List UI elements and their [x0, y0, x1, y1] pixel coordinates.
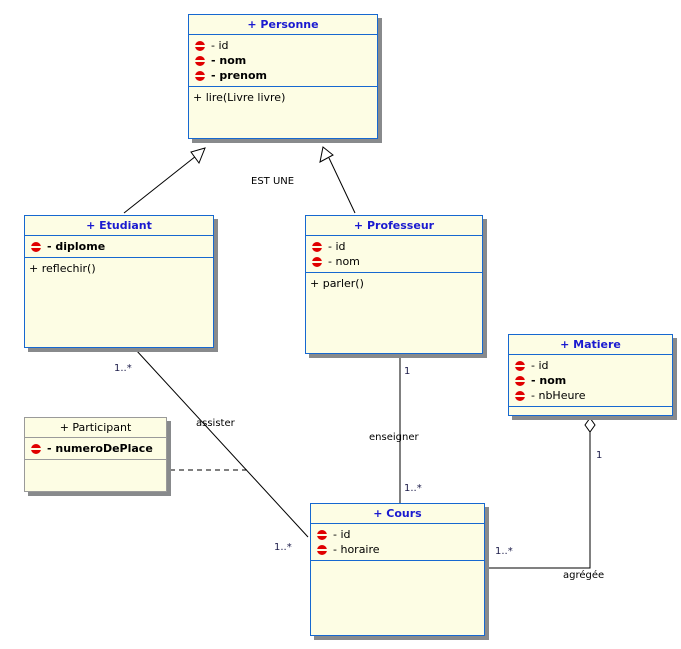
attribute-label: - nom — [328, 255, 360, 268]
attribute-label: - diplome — [47, 240, 106, 253]
attributes-compartment-professeur: - id - nom — [306, 236, 482, 273]
attribute-row: - id — [310, 239, 480, 254]
uml-class-matiere[interactable]: + Matiere - id - nom - nbHeure — [508, 334, 673, 416]
operations-compartment-cours — [311, 561, 484, 567]
attribute-row: - nbHeure — [513, 388, 670, 403]
operation-label: + reflechir() — [29, 262, 96, 275]
class-name-etudiant: + Etudiant — [25, 216, 213, 236]
multiplicity-etudiant-assister: 1..* — [114, 363, 132, 374]
attribute-label: - id — [211, 39, 229, 52]
attribute-label: - numeroDePlace — [47, 442, 153, 455]
operation-label: + lire(Livre livre) — [193, 91, 286, 104]
uml-class-cours[interactable]: + Cours - id - horaire — [310, 503, 485, 636]
attribute-row: - numeroDePlace — [29, 441, 164, 456]
operations-compartment-professeur: + parler() — [306, 273, 482, 294]
private-icon — [315, 543, 329, 557]
attribute-label: - id — [333, 528, 351, 541]
private-icon — [193, 39, 207, 53]
class-name-participant: + Participant — [25, 418, 166, 438]
relationship-label-assister: assister — [196, 418, 235, 429]
uml-class-professeur[interactable]: + Professeur - id - nom + parler() — [305, 215, 483, 354]
multiplicity-matiere-agregee: 1 — [596, 450, 603, 461]
relationship-label-est-une: EST UNE — [251, 176, 295, 187]
class-name-personne: + Personne — [189, 15, 377, 35]
attribute-label: - id — [328, 240, 346, 253]
attribute-label: - nom — [531, 374, 567, 387]
attribute-row: - id — [315, 527, 482, 542]
operation-row: + lire(Livre livre) — [193, 90, 375, 105]
operations-compartment-matiere — [509, 407, 672, 413]
attributes-compartment-etudiant: - diplome — [25, 236, 213, 258]
private-icon — [310, 255, 324, 269]
operations-compartment-etudiant: + reflechir() — [25, 258, 213, 279]
multiplicity-cours-enseigner: 1..* — [404, 483, 422, 494]
operation-row: + reflechir() — [29, 261, 211, 276]
attribute-row: - prenom — [193, 68, 375, 83]
private-icon — [513, 389, 527, 403]
private-icon — [193, 54, 207, 68]
attribute-row: - diplome — [29, 239, 211, 254]
attributes-compartment-cours: - id - horaire — [311, 524, 484, 561]
relationship-label-agregee: agrégée — [563, 570, 605, 581]
attribute-label: - prenom — [211, 69, 268, 82]
class-name-professeur: + Professeur — [306, 216, 482, 236]
generalization-etudiant-personne — [123, 147, 206, 214]
private-icon — [193, 69, 207, 83]
generalization-professeur-personne — [319, 146, 356, 214]
class-name-matiere: + Matiere — [509, 335, 672, 355]
attribute-label: - id — [531, 359, 549, 372]
attribute-row: - id — [193, 38, 375, 53]
class-name-cours: + Cours — [311, 504, 484, 524]
uml-class-etudiant[interactable]: + Etudiant - diplome + reflechir() — [24, 215, 214, 348]
attributes-compartment-matiere: - id - nom - nbHeure — [509, 355, 672, 407]
attributes-compartment-personne: - id - nom - prenom — [189, 35, 377, 87]
attribute-row: - nom — [193, 53, 375, 68]
private-icon — [29, 240, 43, 254]
operation-row: + parler() — [310, 276, 480, 291]
attribute-row: - id — [513, 358, 670, 373]
operation-label: + parler() — [310, 277, 364, 290]
private-icon — [513, 374, 527, 388]
attribute-label: - nom — [211, 54, 247, 67]
operations-compartment-participant — [25, 460, 166, 466]
uml-class-personne[interactable]: + Personne - id - nom - prenom + lire(Li… — [188, 14, 378, 139]
attribute-row: - horaire — [315, 542, 482, 557]
attribute-label: - nbHeure — [531, 389, 586, 402]
private-icon — [310, 240, 324, 254]
attributes-compartment-participant: - numeroDePlace — [25, 438, 166, 460]
attribute-row: - nom — [310, 254, 480, 269]
relationship-label-enseigner: enseigner — [369, 432, 419, 443]
attribute-label: - horaire — [333, 543, 380, 556]
private-icon — [315, 528, 329, 542]
multiplicity-professeur-enseigner: 1 — [404, 366, 411, 377]
private-icon — [29, 442, 43, 456]
uml-class-participant[interactable]: + Participant - numeroDePlace — [24, 417, 167, 492]
multiplicity-cours-assister: 1..* — [274, 542, 292, 553]
operations-compartment-personne: + lire(Livre livre) — [189, 87, 377, 108]
private-icon — [513, 359, 527, 373]
multiplicity-cours-agregee: 1..* — [495, 546, 513, 557]
attribute-row: - nom — [513, 373, 670, 388]
